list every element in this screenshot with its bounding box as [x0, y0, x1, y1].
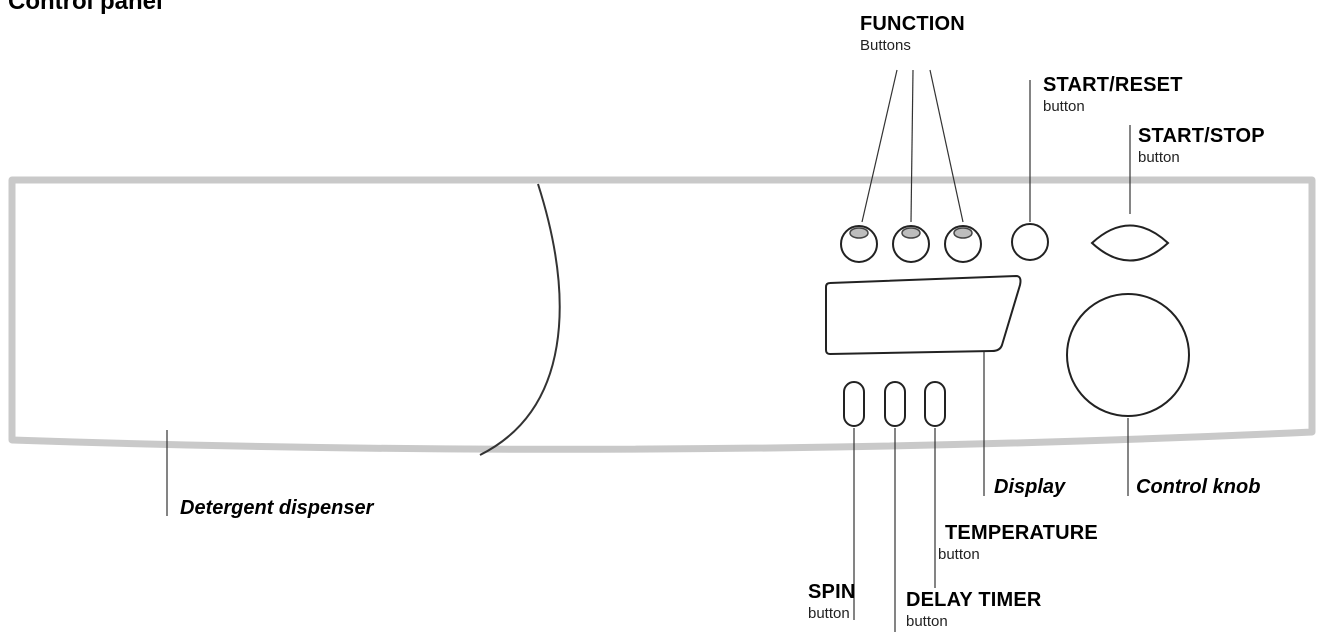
function-sublabel: Buttons — [860, 37, 911, 54]
leader-lines — [166, 69, 1131, 632]
start-reset-label: START/RESET — [1043, 74, 1183, 96]
delay-timer-button[interactable] — [884, 381, 906, 427]
function-button-2[interactable] — [892, 225, 930, 263]
start-reset-button[interactable] — [1011, 223, 1049, 261]
display-screen — [825, 274, 1022, 356]
spin-sublabel: button — [808, 605, 850, 622]
leader-function-1 — [861, 69, 898, 223]
display-label: Display — [994, 476, 1066, 498]
delay-timer-label: DELAY TIMER — [906, 589, 1042, 611]
dispenser-drawer-edge — [479, 183, 561, 456]
temperature-sublabel: button — [938, 546, 980, 563]
start-stop-button[interactable] — [1090, 224, 1170, 262]
start-stop-sublabel: button — [1138, 149, 1180, 166]
leader-function-3 — [929, 69, 964, 223]
start-stop-label: START/STOP — [1138, 125, 1265, 147]
delay-timer-sublabel: button — [906, 613, 948, 630]
function-buttons — [840, 225, 982, 263]
control-knob-label: Control knob — [1136, 476, 1261, 498]
function-button-1[interactable] — [840, 225, 878, 263]
temperature-button[interactable] — [924, 381, 946, 427]
control-knob[interactable] — [1066, 293, 1190, 417]
panel-outline — [8, 176, 1316, 453]
temperature-label: TEMPERATURE — [945, 522, 1098, 544]
leader-function-2 — [910, 69, 914, 223]
function-label: FUNCTION — [860, 13, 965, 35]
detergent-dispenser-label: Detergent dispenser — [180, 497, 374, 519]
function-button-3[interactable] — [944, 225, 982, 263]
start-reset-sublabel: button — [1043, 98, 1085, 115]
diagram-title: Control panel — [8, 0, 163, 15]
spin-button[interactable] — [843, 381, 865, 427]
spin-label: SPIN — [808, 581, 856, 603]
